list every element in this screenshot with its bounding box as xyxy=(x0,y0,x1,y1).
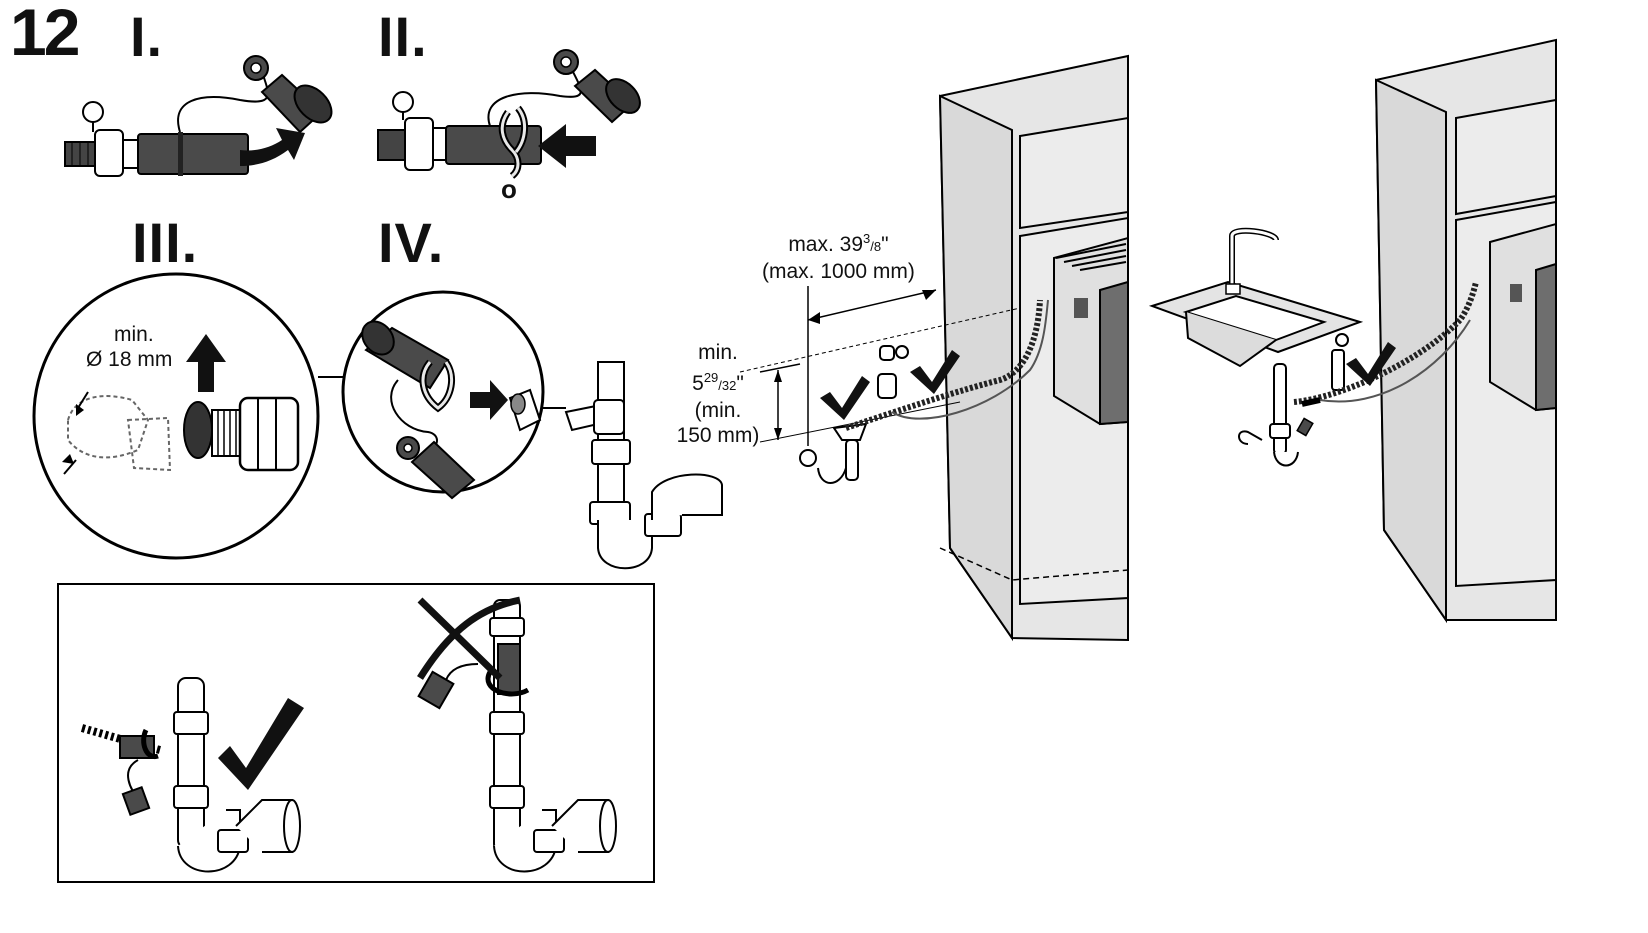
min-height-dimension: min. 529/32" (min. 150 mm) xyxy=(672,340,764,448)
max-width-dimension: max. 393/8" (max. 1000 mm) xyxy=(762,226,915,284)
panel-ii-label: II. xyxy=(378,5,428,68)
cabinet-sink-scene xyxy=(1148,38,1557,624)
panel-i-illustration xyxy=(64,55,333,177)
min-diameter-line2: Ø 18 mm xyxy=(86,348,173,371)
min-height-line4: 150 mm) xyxy=(676,424,760,447)
max-width-imperial: max. 393/8" xyxy=(788,231,889,256)
min-height-line3: (min. xyxy=(694,399,742,422)
panel-iii-zoom-circle xyxy=(32,272,420,560)
panel-iv-zoom-circle xyxy=(341,290,566,500)
min-diameter-line1: min. xyxy=(114,323,154,346)
panel-i-label: I. xyxy=(130,5,164,68)
siphon-comparison-box xyxy=(57,583,655,883)
max-width-metric: (max. 1000 mm) xyxy=(762,260,915,283)
panel-ii-mark: o xyxy=(501,174,517,204)
min-height-imperial: 529/32" xyxy=(692,370,744,395)
panel-ii-illustration xyxy=(377,49,641,179)
drain-pipe-illustration xyxy=(564,361,723,570)
min-diameter-label: min. Ø 18 mm xyxy=(86,322,172,372)
panel-iv-label: IV. xyxy=(378,211,445,274)
min-height-line1: min. xyxy=(698,341,738,364)
panel-iii-label: III. xyxy=(132,211,199,274)
step-number: 12 xyxy=(10,0,80,69)
cabinet-installation-scene xyxy=(739,54,1129,642)
